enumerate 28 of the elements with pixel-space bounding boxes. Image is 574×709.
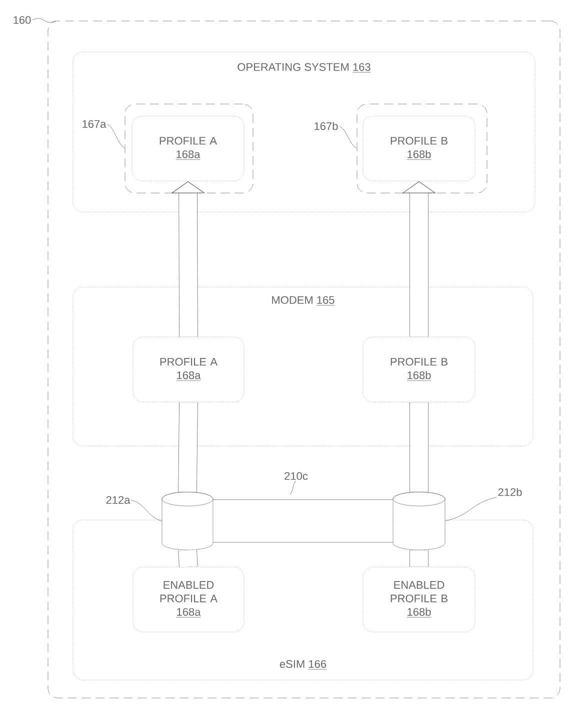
profile-box: PROFILE A 168a: [132, 116, 244, 182]
pipe: [178, 402, 198, 492]
profile-box: PROFILE B 168b: [362, 336, 476, 402]
pipe: [410, 402, 428, 492]
leader-line: [131, 500, 162, 522]
pipe: [213, 500, 393, 542]
cylinder: [162, 492, 214, 550]
cylinder: [392, 492, 446, 550]
reference-number: 160: [14, 16, 31, 24]
profile-box: PROFILE B 168b: [362, 116, 476, 182]
pipe: [178, 550, 198, 568]
device-outline: [48, 20, 560, 698]
leader-line: [32, 18, 56, 22]
leader-line: [339, 126, 357, 149]
leader-line: [107, 124, 125, 149]
reference-number: 212b: [498, 488, 522, 496]
reference-number: 210c: [284, 472, 308, 480]
profile-box: ENABLED PROFILE A 168a: [132, 566, 244, 632]
reference-number: 167a: [82, 120, 106, 128]
reference-number: 212a: [106, 496, 130, 504]
reference-number: 167b: [314, 122, 338, 130]
group-outline: [124, 104, 254, 194]
pipe: [410, 550, 428, 567]
group-outline: [356, 104, 488, 194]
profile-box: PROFILE A 168a: [132, 336, 244, 402]
leader-line: [445, 497, 497, 522]
profile-box: ENABLED PROFILE B 168b: [362, 566, 476, 632]
leader-line: [290, 480, 296, 494]
